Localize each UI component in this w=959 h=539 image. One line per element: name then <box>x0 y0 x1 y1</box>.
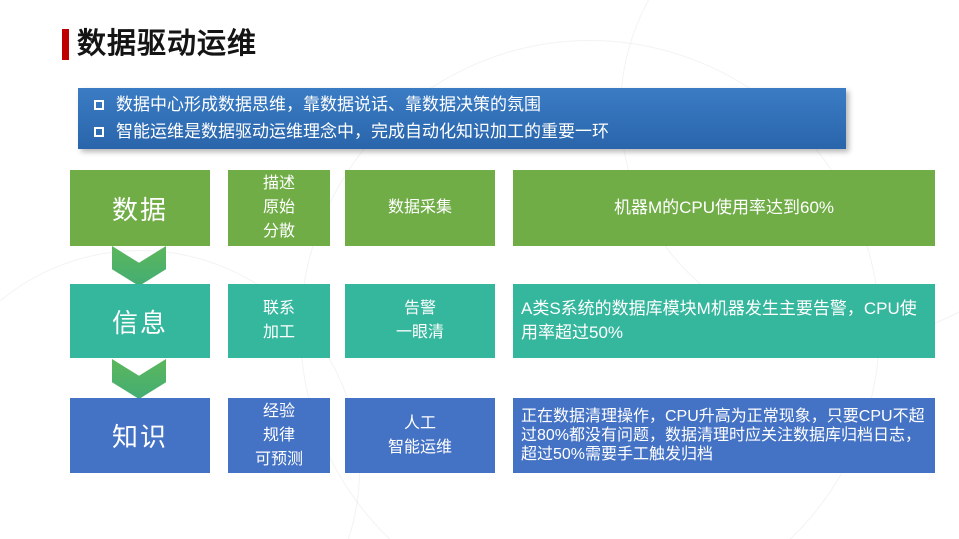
stage-label: 信息 <box>111 307 168 338</box>
attr-line: 联系 <box>262 300 295 317</box>
attr-line: 经验 <box>262 402 295 420</box>
down-arrow-icon <box>112 246 166 286</box>
attr-line: 加工 <box>262 324 295 341</box>
bullet-square-icon <box>94 127 104 137</box>
stage-box-info: 信息 <box>70 284 210 358</box>
example-box-data: 机器M的CPU使用率达到60% <box>513 170 935 246</box>
process-box-data: 数据采集 <box>345 170 495 246</box>
summary-banner: 数据中心形成数据思维，靠数据说话、靠数据决策的氛围 智能运维是数据驱动运维理念中… <box>78 88 846 149</box>
attr-line: 可预测 <box>254 450 303 468</box>
example-text: 正在数据清理操作，CPU升高为正常现象，只要CPU不超过80%都没有问题，数据清… <box>521 408 925 463</box>
process-box-info: 告警 一眼清 <box>345 284 495 358</box>
example-box-knowledge: 正在数据清理操作，CPU升高为正常现象，只要CPU不超过80%都没有问题，数据清… <box>513 398 935 473</box>
banner-bullet-text: 智能运维是数据驱动运维理念中，完成自动化知识加工的重要一环 <box>116 122 609 141</box>
attr-line: 规律 <box>262 426 295 444</box>
attr-line: 原始 <box>262 199 295 216</box>
example-text: 机器M的CPU使用率达到60% <box>613 198 835 217</box>
example-text: A类S系统的数据库模块M机器发生主要告警，CPU使用率超过50% <box>521 299 917 342</box>
process-line: 告警 <box>403 300 436 317</box>
example-box-info: A类S系统的数据库模块M机器发生主要告警，CPU使用率超过50% <box>513 284 935 358</box>
stage-box-data: 数据 <box>70 170 210 246</box>
attr-line: 分散 <box>262 223 295 240</box>
attr-box-info: 联系 加工 <box>228 284 330 358</box>
stage-box-knowledge: 知识 <box>70 398 210 473</box>
banner-bullet-2: 智能运维是数据驱动运维理念中，完成自动化知识加工的重要一环 <box>94 120 830 144</box>
attr-box-data: 描述 原始 分散 <box>228 170 330 246</box>
process-line: 一眼清 <box>395 324 444 341</box>
process-line: 人工 <box>403 414 436 432</box>
stage-label: 知识 <box>111 422 168 452</box>
attr-box-knowledge: 经验 规律 可预测 <box>228 398 330 473</box>
title-block: 数据驱动运维 <box>62 29 257 60</box>
bullet-square-icon <box>94 100 104 110</box>
banner-bullet-1: 数据中心形成数据思维，靠数据说话、靠数据决策的氛围 <box>94 93 830 117</box>
process-box-knowledge: 人工 智能运维 <box>345 398 495 473</box>
process-line: 数据采集 <box>387 199 452 216</box>
banner-bullet-text: 数据中心形成数据思维，靠数据说话、靠数据决策的氛围 <box>116 95 541 114</box>
attr-line: 描述 <box>262 175 295 192</box>
process-line: 智能运维 <box>387 438 452 456</box>
down-arrow-icon <box>112 359 166 399</box>
title-accent-bar <box>62 29 69 60</box>
page-title: 数据驱动运维 <box>77 28 258 60</box>
stage-label: 数据 <box>111 194 168 225</box>
